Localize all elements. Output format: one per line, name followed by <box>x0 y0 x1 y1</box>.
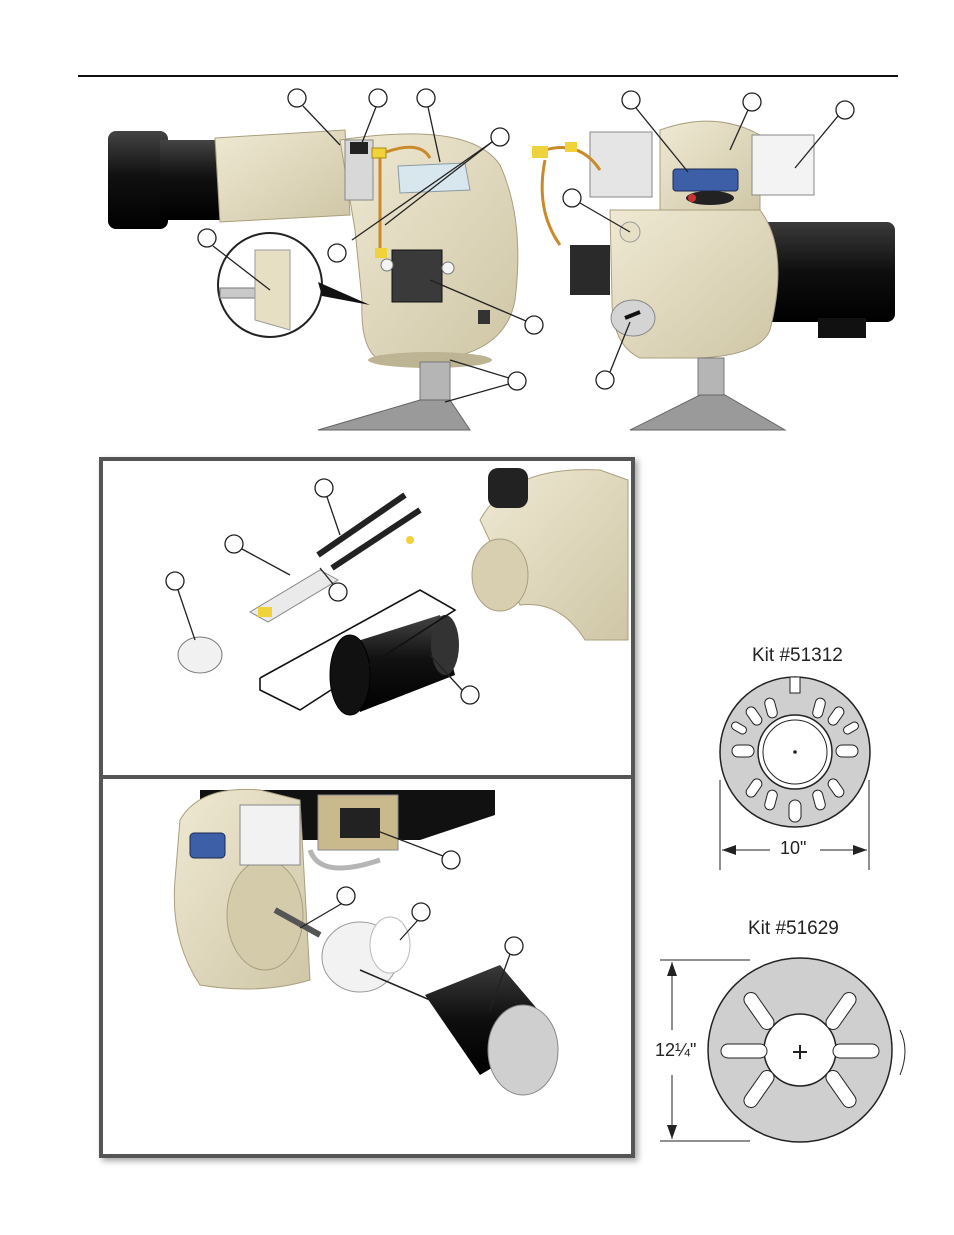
nozzle-assembly-exploded <box>178 468 628 715</box>
kit-51629-label: Kit #51629 <box>748 918 839 940</box>
blower-assembly-exploded <box>174 789 558 1095</box>
air-tube-opening <box>472 539 528 611</box>
transformer <box>240 805 300 865</box>
kit-51312-label: Kit #51312 <box>752 645 843 667</box>
kit-51312-dimension: 10" <box>777 838 809 859</box>
kit-51629-dimension: 12¼" <box>652 1040 699 1061</box>
head-retention-disc <box>178 637 222 673</box>
